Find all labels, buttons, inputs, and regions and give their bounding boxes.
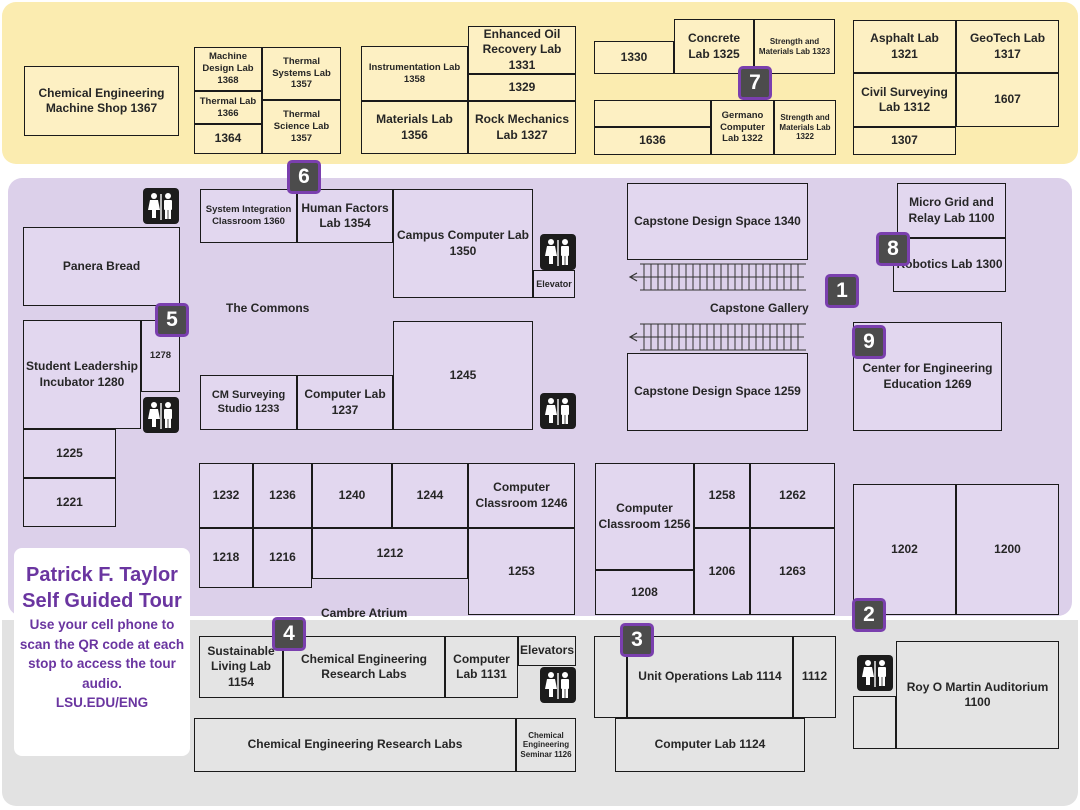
stairs-icon (628, 322, 806, 352)
room-human-factors-lab[interactable]: Human Factors Lab 1354 (297, 189, 393, 243)
room-thermal-science-lab[interactable]: Thermal Science Lab 1357 (262, 100, 341, 154)
area-capstone-gallery: Capstone Gallery (710, 301, 809, 315)
room-instrumentation-lab[interactable]: Instrumentation Lab 1358 (361, 46, 468, 101)
room-1218[interactable]: 1218 (199, 528, 253, 588)
room-machine-design-lab[interactable]: Machine Design Lab 1368 (194, 47, 262, 91)
room-elevator[interactable]: Elevator (533, 270, 575, 298)
room-1262[interactable]: 1262 (750, 463, 835, 528)
room-geotech-lab[interactable]: GeoTech Lab 1317 (956, 20, 1059, 73)
room-cm-surveying-studio[interactable]: CM Surveying Studio 1233 (200, 375, 297, 430)
tour-instructions: Use your cell phone to scan the QR code … (19, 617, 185, 691)
room-chemical-engineering-seminar[interactable]: Chemical Engineering Seminar 1126 (516, 718, 576, 772)
room-concrete-lab[interactable]: Concrete Lab 1325 (674, 19, 754, 74)
room-system-integration-classroom[interactable]: System Integration Classroom 1360 (200, 189, 297, 243)
room-computer-lab-1131[interactable]: Computer Lab 1131 (445, 636, 518, 698)
room-civil-surveying-lab[interactable]: Civil Surveying Lab 1312 (853, 73, 956, 127)
room-capstone-design-space-1340[interactable]: Capstone Design Space 1340 (627, 183, 808, 260)
room-1263[interactable]: 1263 (750, 528, 835, 615)
room-roy-o-martin-auditorium[interactable]: Roy O Martin Auditorium 1100 (896, 641, 1059, 749)
room-computer-lab-1124[interactable]: Computer Lab 1124 (615, 718, 805, 772)
stairs-icon (628, 262, 806, 292)
room-1607[interactable]: 1607 (956, 73, 1059, 127)
tour-instructions-block: Use your cell phone to scan the QR code … (14, 615, 190, 713)
restroom-icon (143, 188, 179, 229)
room-unlabeled-upper[interactable] (594, 100, 711, 127)
tour-url[interactable]: LSU.EDU/ENG (55, 695, 149, 711)
room-unlabeled-lower-right[interactable] (853, 696, 896, 749)
room-1307[interactable]: 1307 (853, 127, 956, 155)
room-1208[interactable]: 1208 (595, 570, 694, 615)
room-1112[interactable]: 1112 (793, 636, 836, 718)
room-computer-classroom-1246[interactable]: Computer Classroom 1246 (468, 463, 575, 528)
area-the-commons: The Commons (226, 301, 310, 315)
room-panera-bread[interactable]: Panera Bread (23, 227, 180, 306)
tour-stop-8[interactable]: 8 (876, 232, 910, 266)
room-enhanced-oil-recovery-lab[interactable]: Enhanced Oil Recovery Lab 1331 (468, 26, 576, 74)
room-elevators[interactable]: Elevators (518, 636, 576, 666)
room-strength-materials-lab-1323[interactable]: Strength and Materials Lab 1323 (754, 19, 835, 74)
room-1212[interactable]: 1212 (312, 528, 468, 579)
room-1245[interactable]: 1245 (393, 321, 533, 430)
room-computer-classroom-1256[interactable]: Computer Classroom 1256 (595, 463, 694, 570)
room-campus-computer-lab[interactable]: Campus Computer Lab 1350 (393, 189, 533, 298)
room-chemical-engineering-machine-shop[interactable]: Chemical Engineering Machine Shop 1367 (24, 66, 179, 136)
room-chemical-engineering-research-labs[interactable]: Chemical Engineering Research Labs (283, 636, 445, 698)
room-computer-lab-1237[interactable]: Computer Lab 1237 (297, 375, 393, 430)
tour-stop-6[interactable]: 6 (287, 160, 321, 194)
room-1232[interactable]: 1232 (199, 463, 253, 528)
restroom-icon (857, 655, 893, 696)
room-thermal-systems-lab[interactable]: Thermal Systems Lab 1357 (262, 47, 341, 100)
room-1258[interactable]: 1258 (694, 463, 750, 528)
room-rock-mechanics-lab[interactable]: Rock Mechanics Lab 1327 (468, 101, 576, 154)
room-strength-materials-lab-1322[interactable]: Strength and Materials Lab 1322 (774, 100, 836, 155)
tour-stop-3[interactable]: 3 (620, 623, 654, 657)
tour-stop-4[interactable]: 4 (272, 617, 306, 651)
room-1330[interactable]: 1330 (594, 41, 674, 74)
room-1221[interactable]: 1221 (23, 478, 116, 527)
room-unit-operations-lab[interactable]: Unit Operations Lab 1114 (627, 636, 793, 718)
tour-stop-5[interactable]: 5 (155, 303, 189, 337)
room-micro-grid-relay-lab[interactable]: Micro Grid and Relay Lab 1100 (897, 183, 1006, 238)
room-1202[interactable]: 1202 (853, 484, 956, 615)
area-cambre-atrium: Cambre Atrium (321, 606, 408, 620)
restroom-icon (143, 397, 179, 438)
room-materials-lab[interactable]: Materials Lab 1356 (361, 101, 468, 154)
restroom-icon (540, 667, 576, 708)
room-chemical-engineering-research-labs-2[interactable]: Chemical Engineering Research Labs (194, 718, 516, 772)
room-1216[interactable]: 1216 (253, 528, 312, 588)
tour-stop-7[interactable]: 7 (738, 66, 772, 100)
room-1240[interactable]: 1240 (312, 463, 392, 528)
restroom-icon (540, 234, 576, 275)
restroom-icon (540, 393, 576, 434)
room-1253[interactable]: 1253 (468, 528, 575, 615)
tour-stop-2[interactable]: 2 (852, 598, 886, 632)
room-1236[interactable]: 1236 (253, 463, 312, 528)
room-germano-computer-lab[interactable]: Germano Computer Lab 1322 (711, 100, 774, 155)
room-1225[interactable]: 1225 (23, 429, 116, 478)
room-1206[interactable]: 1206 (694, 528, 750, 615)
room-asphalt-lab[interactable]: Asphalt Lab 1321 (853, 20, 956, 73)
tour-title: Patrick F. Taylor Self Guided Tour (22, 564, 182, 612)
room-student-leadership-incubator[interactable]: Student Leadership Incubator 1280 (23, 320, 141, 429)
room-1364[interactable]: 1364 (194, 124, 262, 154)
room-capstone-design-space-1259[interactable]: Capstone Design Space 1259 (627, 353, 808, 431)
room-thermal-lab-1366[interactable]: Thermal Lab 1366 (194, 91, 262, 124)
room-1329[interactable]: 1329 (468, 74, 576, 101)
room-1244[interactable]: 1244 (392, 463, 468, 528)
room-sustainable-living-lab[interactable]: Sustainable Living Lab 1154 (199, 636, 283, 698)
tour-stop-9[interactable]: 9 (852, 325, 886, 359)
tour-stop-1[interactable]: 1 (825, 274, 859, 308)
room-1636[interactable]: 1636 (594, 127, 711, 155)
tour-info-panel: Patrick F. Taylor Self Guided Tour Use y… (14, 548, 190, 756)
room-1200[interactable]: 1200 (956, 484, 1059, 615)
